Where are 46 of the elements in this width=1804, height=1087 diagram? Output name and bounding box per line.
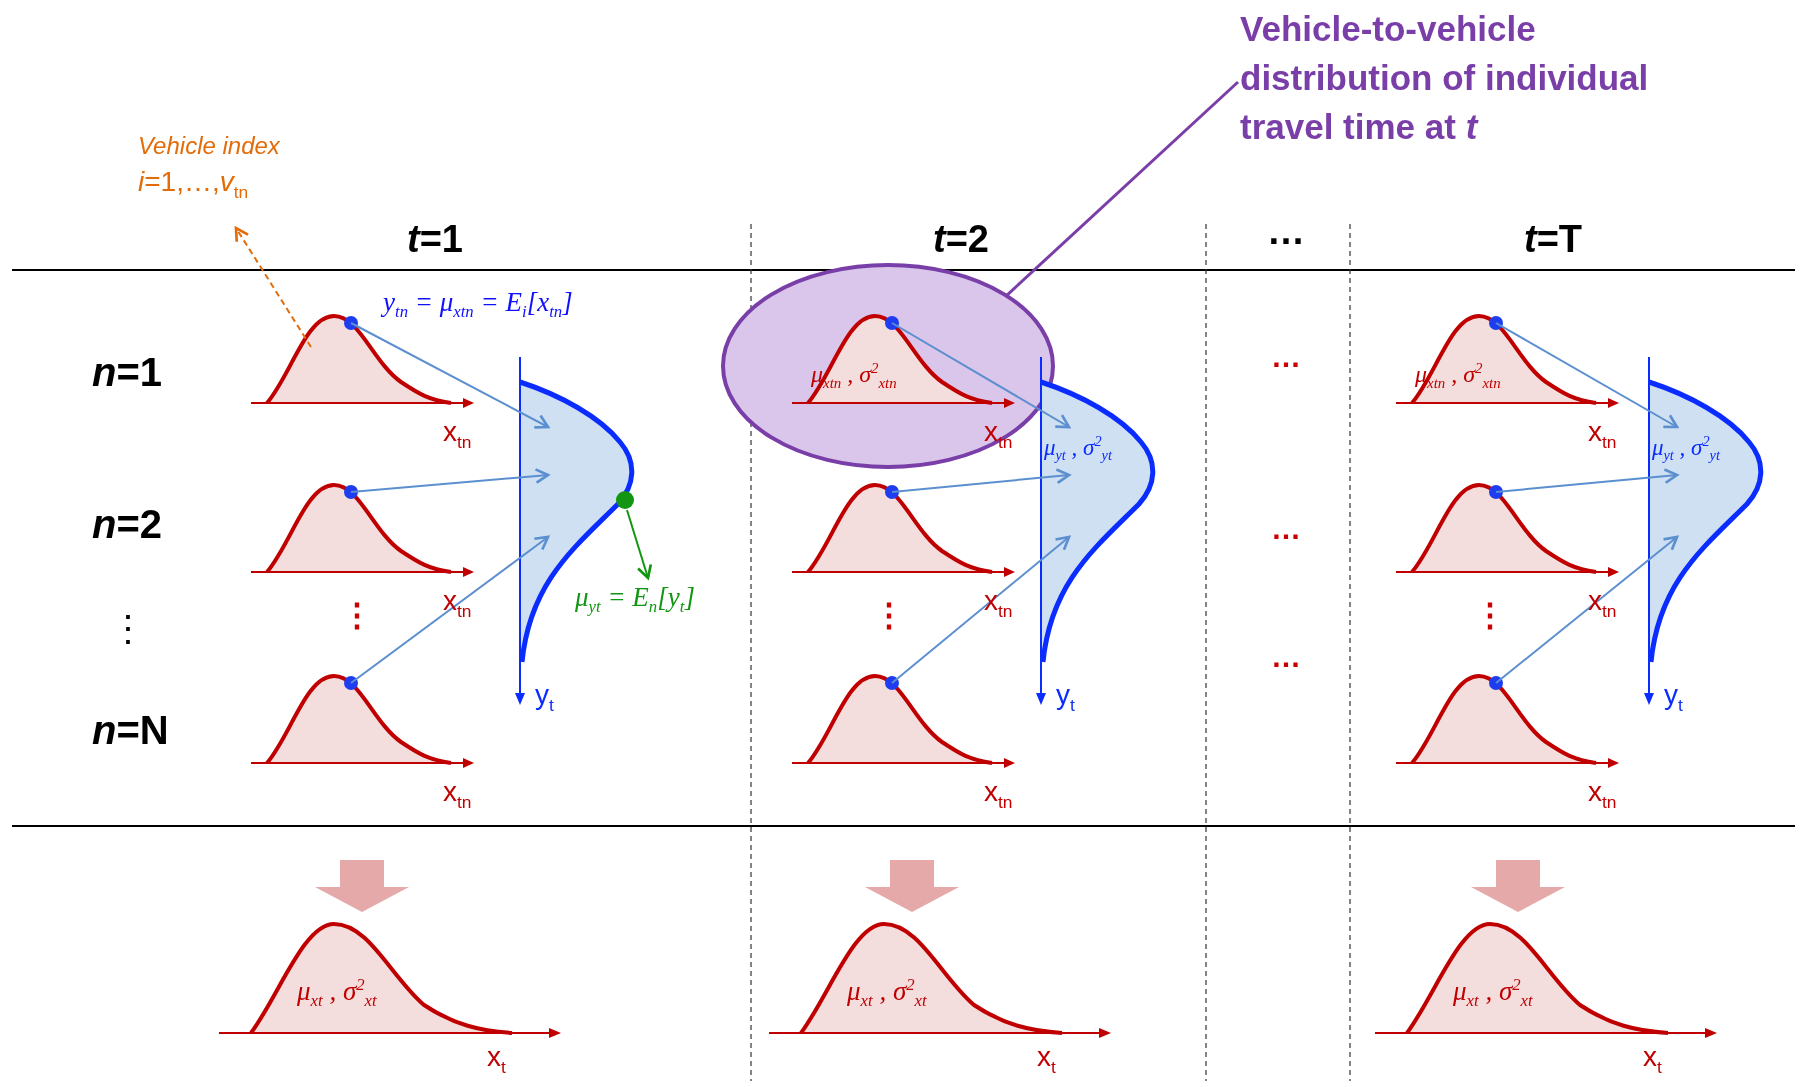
callout-text: Vehicle-to-vehicle distribution of individual travel time at t: [1240, 4, 1690, 174]
block-arrow: [865, 860, 959, 912]
formula-text: y$_{tn}$ = μ$_{xtn}$ = E$_{i}$[x$_{tn}$]: [383, 287, 573, 323]
ellipsis: ⋮: [1474, 596, 1506, 634]
ellipsis: …: [1271, 640, 1301, 674]
arrow: [626, 509, 653, 580]
ellipsis: ⋮: [341, 596, 373, 634]
axis-label: y$_{t}$: [1056, 679, 1075, 716]
leader-line: [1005, 80, 1239, 297]
ellipsis: …: [1271, 512, 1301, 546]
block-arrow: [315, 860, 409, 912]
block-arrow: [1471, 860, 1565, 912]
axis-label: x$_{t}$: [487, 1041, 506, 1078]
axis-label: x$_{t}$: [1037, 1041, 1056, 1078]
axis-label: x$_{tn}$: [443, 776, 472, 813]
ellipsis: …: [1271, 340, 1301, 374]
ellipsis: ⋮: [873, 596, 905, 634]
arrow: [350, 322, 550, 429]
column-header: t=1: [407, 218, 463, 261]
caption-text: Vehicle index: [138, 132, 280, 160]
column-header: …: [1267, 210, 1305, 253]
column-header: t=T: [1523, 218, 1583, 261]
column-header: t=2: [933, 218, 989, 261]
arrow: [1495, 535, 1679, 684]
axis-label: x$_{tn}$: [1588, 776, 1617, 813]
axis-label: y$_{t}$: [535, 679, 554, 716]
row-label: n=N: [92, 708, 169, 753]
axis-label: x$_{tn}$: [984, 776, 1013, 813]
arrow: [1495, 322, 1679, 429]
axis-label: x$_{tn}$: [1588, 416, 1617, 453]
axis-label: x$_{tn}$: [443, 416, 472, 453]
axis-label: x$_{t}$: [1643, 1041, 1662, 1078]
index-range-text: i=1,…,v$_{tn}$: [138, 166, 249, 203]
ellipsis: ⋮: [110, 608, 146, 650]
arrow: [350, 468, 550, 493]
axis-label: y$_{t}$: [1664, 679, 1683, 716]
arrow: [891, 322, 1071, 429]
formula-text: μ$_{yt}$ = E$_{n}$[y$_{t}$]: [575, 582, 760, 624]
arrow: [1495, 468, 1679, 493]
row-label: n=1: [92, 350, 163, 395]
arrow: [891, 535, 1071, 684]
arrow: [350, 535, 550, 684]
axis-label: x$_{tn}$: [984, 416, 1013, 453]
axis-label: x$_{tn}$: [443, 585, 472, 622]
dashed-arrow: [234, 226, 312, 348]
row-label: n=2: [92, 502, 163, 547]
